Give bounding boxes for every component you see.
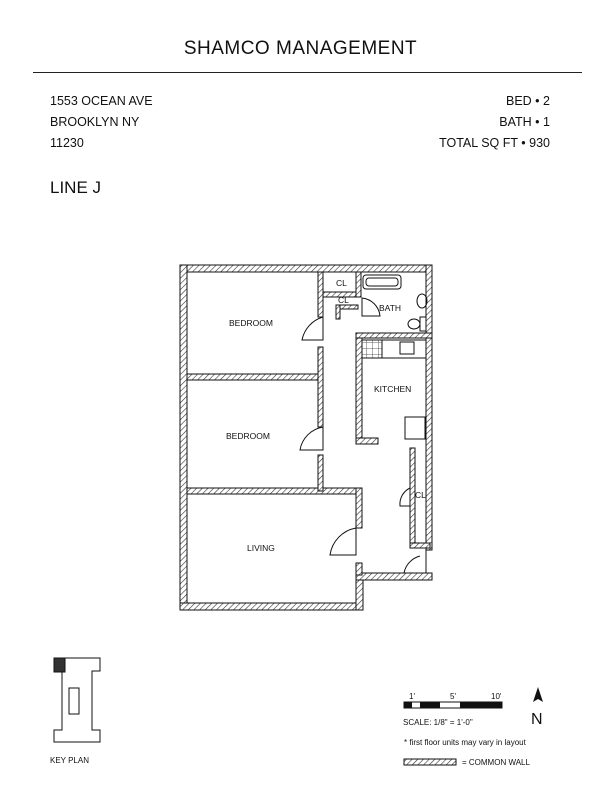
address-street: 1553 OCEAN AVE (50, 94, 153, 108)
scale-text: SCALE: 1/8" = 1'-0" (403, 718, 473, 727)
door-bath (361, 297, 381, 317)
bathtub (362, 274, 402, 290)
unit-line-title: LINE J (50, 178, 102, 197)
unit-stats: BED • 2 BATH • 1 TOTAL SQ FT • 930 (439, 91, 550, 154)
plan-fixtures (361, 274, 428, 543)
scale-tick-10: 10' (491, 692, 502, 701)
door-living (329, 527, 357, 556)
company-name: SHAMCO MANAGEMENT (183, 38, 418, 59)
scale-tick-1: 1' (409, 692, 415, 701)
refrigerator (404, 416, 426, 440)
legend-common-wall: = COMMON WALL (403, 758, 530, 767)
north-label: N (531, 711, 543, 728)
legend-common-wall-text: = COMMON WALL (462, 758, 530, 767)
plan-walls (179, 264, 433, 611)
door-entry (403, 555, 426, 574)
stove (361, 339, 383, 359)
counter (381, 339, 427, 359)
room-label-closet-hall: CL (338, 295, 349, 305)
room-label-living: LIVING (247, 543, 275, 553)
room-label-closet-kitchen: CL (415, 490, 426, 500)
plan-doors (299, 297, 427, 574)
address-zip: 11230 (50, 136, 84, 150)
room-label-kitchen: KITCHEN (374, 384, 411, 394)
room-label-bedroom-1: BEDROOM (229, 318, 273, 328)
stat-sqft: TOTAL SQ FT • 930 (439, 136, 550, 150)
header-rule (33, 72, 582, 73)
scale-bar: 1' 5' 10' SCALE: 1/8" = 1'-0" (403, 692, 503, 727)
north-arrow-icon: N (531, 687, 543, 728)
stat-bath: BATH • 1 (499, 115, 550, 129)
key-plan-label: KEY PLAN (50, 756, 89, 765)
stat-bed: BED • 2 (505, 94, 550, 108)
door-bedroom2 (299, 426, 324, 451)
key-plan (53, 657, 101, 743)
room-label-bath: BATH (379, 303, 401, 313)
door-kitchen-closet (399, 487, 411, 507)
room-label-closet-top: CL (336, 278, 347, 288)
address-city: BROOKLYN NY (50, 115, 140, 129)
toilet (407, 318, 421, 330)
door-bedroom1 (301, 316, 324, 341)
address-block: 1553 OCEAN AVE BROOKLYN NY 11230 (50, 91, 153, 154)
sink (416, 293, 428, 309)
layout-note: * first floor units may vary in layout (404, 738, 527, 747)
room-label-bedroom-2: BEDROOM (226, 431, 270, 441)
kitchen-sink (399, 341, 415, 355)
scale-tick-5: 5' (450, 692, 456, 701)
